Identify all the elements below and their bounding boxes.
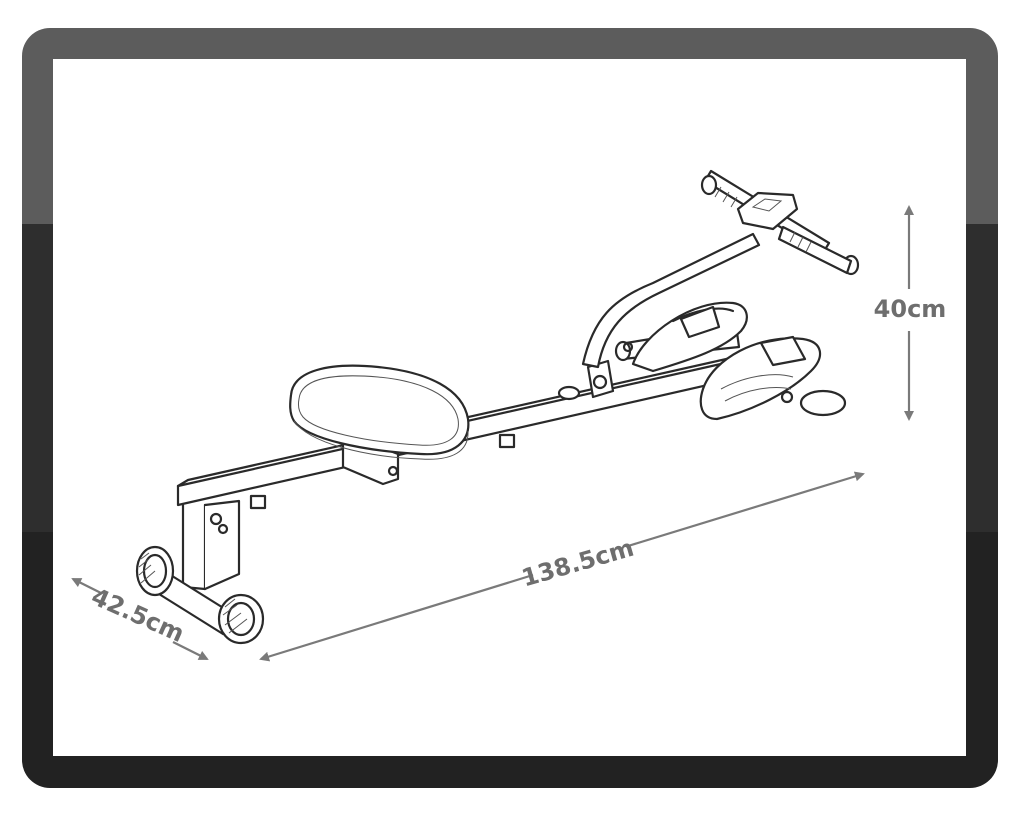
front-stabiliser [135, 499, 265, 645]
rowing-machine [135, 169, 860, 645]
diagram-panel: 40cm 138.5cm 42.5cm [53, 59, 966, 756]
dimension-length: 138.5cm [259, 471, 865, 662]
footrests [631, 301, 847, 421]
height-label: 40cm [874, 295, 947, 323]
handlebar [700, 169, 860, 276]
length-arrow-right [627, 471, 865, 548]
length-label: 138.5cm [519, 534, 637, 593]
dimension-height: 40cm [874, 205, 947, 421]
length-arrow-left [259, 573, 534, 662]
image-frame: 40cm 138.5cm 42.5cm [22, 28, 998, 788]
width-arrow-right [172, 641, 209, 660]
rowing-machine-diagram: 40cm 138.5cm 42.5cm [71, 169, 947, 662]
width-arrow-left [71, 578, 102, 594]
seat [289, 364, 470, 486]
